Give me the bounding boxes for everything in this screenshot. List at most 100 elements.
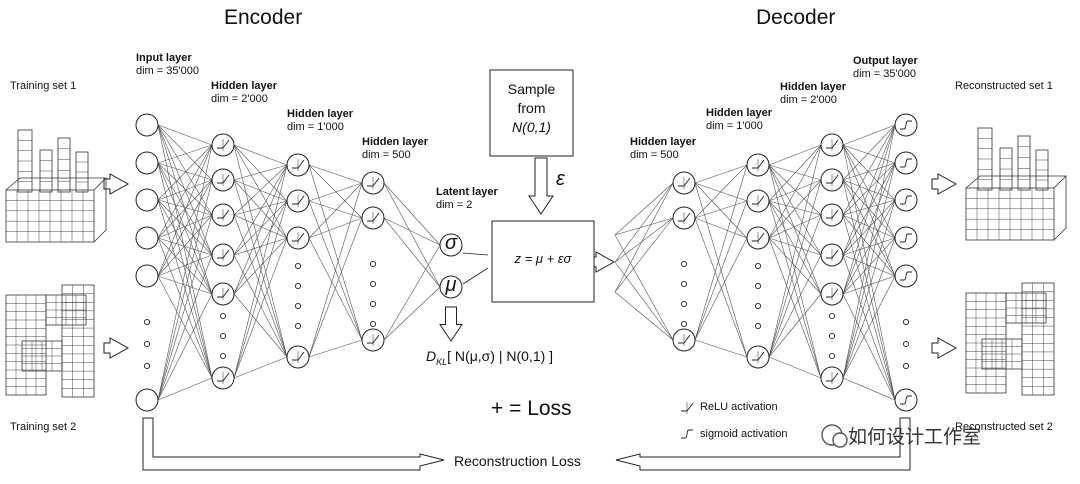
edge-dh2-dh3 [768, 164, 822, 216]
arrow-output-1 [931, 173, 958, 195]
edge-dh1-dh2 [694, 182, 748, 239]
edge-dh1-dh2 [694, 217, 748, 239]
edge-h2-h3 [308, 164, 363, 341]
edge-dh3-output [842, 124, 896, 146]
input-layer-name: Input layer [136, 52, 192, 64]
reconstruction-loss-label: Reconstruction Loss [454, 453, 581, 469]
sample-line-1: Sample [507, 81, 556, 97]
enc-hidden-2-dim: dim = 1'000 [287, 121, 344, 133]
total-loss-label: + = Loss [491, 397, 572, 420]
block-left [5, 294, 47, 396]
edge-dh3-output [842, 162, 896, 295]
wire-frame [61, 284, 95, 398]
ellipsis-dot [902, 318, 910, 326]
enc-hidden-3-dim: dim = 500 [362, 149, 411, 161]
block-mid [981, 338, 1023, 370]
edge-dh3-output [842, 275, 896, 295]
edge-h1-h2 [233, 214, 288, 239]
input-layer-nodes [135, 113, 159, 412]
edge-h3-latent [383, 244, 441, 341]
input-layer-label: Input layer dim = 35'000 [136, 52, 199, 78]
edge-dh2-dh3 [768, 179, 822, 239]
ellipsis-dot [369, 300, 377, 308]
dec-hidden-3-nodes [820, 133, 844, 390]
edge-h1-h2 [233, 144, 288, 239]
ellipsis-dot [369, 280, 377, 288]
edge-h1-h2 [233, 200, 288, 256]
enc-hidden-2-label: Hidden layer dim = 1'000 [287, 108, 353, 134]
edge-h1-h2 [233, 200, 288, 379]
arrow-kl [439, 306, 463, 342]
edge-input-h1 [157, 237, 213, 256]
ellipsis-dot [369, 260, 377, 268]
edge-dh2-dh3 [768, 214, 822, 358]
edge-h1-h2 [233, 179, 288, 202]
arrow-input-1 [103, 173, 130, 195]
edge-h2-h3 [308, 217, 363, 358]
edge-dh2-dh3 [768, 164, 822, 379]
edge-h1-h2 [233, 164, 288, 181]
edge-dh3-output [842, 199, 896, 379]
edge-dh3-output [842, 199, 896, 216]
ellipsis-dot [828, 312, 836, 320]
arrow-input-2 [103, 337, 130, 359]
edge-h1-h2 [233, 179, 288, 239]
edge-input-h1 [157, 124, 213, 379]
edge-dh1-dh2 [694, 339, 748, 358]
ellipsis-dot [143, 362, 151, 370]
edge-dh3-output [842, 275, 896, 379]
training-set-1-shape [5, 129, 107, 243]
block-mid [21, 340, 63, 372]
ellipsis-dot [294, 262, 302, 270]
edge-dh3-output [842, 124, 896, 216]
edge-z-dh1 [614, 261, 674, 341]
enc-hidden-2-name: Hidden layer [287, 108, 354, 120]
edge-dh3-output [842, 124, 896, 295]
neuron-node [439, 275, 463, 299]
edge-dh3-output [842, 144, 896, 401]
arrow-reconstruction-left [142, 417, 445, 471]
edge-h1-h2 [233, 200, 288, 216]
sigmoid-icon [900, 395, 912, 405]
mu-node-label: μ [445, 274, 457, 296]
edge-h1-h2 [233, 144, 288, 166]
edge-input-h1 [157, 124, 213, 146]
edge-dh3-output [842, 144, 896, 164]
edge-dh3-output [842, 144, 896, 239]
edge-dh2-dh3 [768, 237, 822, 379]
enc-hidden-1-nodes [211, 133, 235, 390]
sigma-node-label: σ [444, 232, 458, 254]
edge-h1-h2 [233, 200, 288, 295]
ellipsis-dot [828, 332, 836, 340]
edge-dh2-dh3 [768, 144, 822, 202]
edge-h2-h3 [308, 164, 363, 184]
edge-z-dh1 [614, 217, 674, 293]
edge-input-h1 [157, 179, 213, 401]
tower [17, 129, 33, 193]
output-layer-dim: dim = 35'000 [853, 68, 916, 80]
tower [57, 137, 71, 193]
ellipsis-dot [369, 320, 377, 328]
neuron-node [135, 388, 159, 412]
dec-hidden-1-name: Hidden layer [630, 136, 697, 148]
neuron-node [135, 264, 159, 288]
decoder-title: Decoder [756, 6, 836, 29]
edge-input-h1 [157, 124, 213, 216]
edge-z-dh1 [614, 217, 674, 236]
dec-hidden-2-dim: dim = 1'000 [706, 120, 763, 132]
edge-sigma-z [462, 252, 489, 256]
latent-layer-nodes [439, 233, 463, 299]
edge-z-dh1 [614, 182, 674, 236]
output-layer-nodes [894, 113, 918, 412]
edge-dh2-dh3 [768, 293, 822, 358]
z-formula: z = μ + εσ [514, 251, 572, 266]
edge-dh3-output [842, 237, 896, 295]
edge-h1-h2 [233, 237, 288, 379]
neuron-node [135, 151, 159, 175]
edge-h1-h2 [233, 164, 288, 216]
dec-hidden-3-label: Hidden layer dim = 2'000 [780, 81, 846, 107]
ellipsis-dot [902, 362, 910, 370]
tower [39, 149, 53, 193]
training-set-2-shape [5, 284, 95, 398]
